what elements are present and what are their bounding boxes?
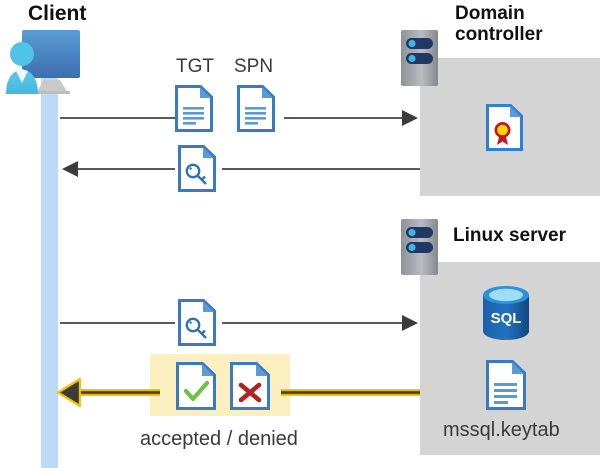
tgt-label-text: TGT xyxy=(176,56,214,77)
linux-server-server-icon xyxy=(401,219,438,275)
keytab-document-icon xyxy=(486,360,526,410)
client-to-dc-request-arrowhead xyxy=(402,110,420,126)
domain-controller-title-line2: controller xyxy=(455,24,543,46)
dc-to-client-ticket-line-left xyxy=(76,168,175,170)
client-to-linux-request-arrowhead xyxy=(402,315,420,331)
tgt-document-icon xyxy=(175,85,213,132)
ticket-key-document-icon xyxy=(178,145,216,192)
domain-controller-server-icon xyxy=(401,30,438,86)
spn-label: SPN xyxy=(234,56,273,78)
spn-document-icon xyxy=(237,85,275,132)
tgt-label: TGT xyxy=(176,56,214,78)
denied-document-icon xyxy=(230,362,270,410)
domain-controller-title-line1: Domain xyxy=(455,3,525,24)
sql-database-icon: SQL xyxy=(481,285,531,343)
sql-database-label: SQL xyxy=(491,310,522,327)
certificate-document-icon xyxy=(486,104,523,151)
linux-server-title-text: Linux server xyxy=(453,225,566,246)
result-label-text: accepted / denied xyxy=(140,428,298,450)
client-to-linux-request-line-left xyxy=(60,322,175,324)
linux-to-client-result-line-right xyxy=(281,389,420,396)
spn-label-text: SPN xyxy=(234,56,274,77)
domain-controller-title: Domain controller xyxy=(455,3,543,46)
linux-server-title: Linux server xyxy=(453,225,566,246)
accepted-document-icon xyxy=(176,362,216,410)
result-label: accepted / denied xyxy=(140,428,298,451)
linux-to-client-result-line-left xyxy=(70,389,160,396)
client-title-text: Client xyxy=(28,2,87,25)
client-to-dc-request-line-left xyxy=(60,117,175,119)
keytab-label: mssql.keytab xyxy=(443,419,560,442)
page-title-client: Client xyxy=(28,2,86,26)
dc-to-client-ticket-line-right xyxy=(222,168,420,170)
linux-to-client-result-arrowhead xyxy=(57,378,81,407)
client-lifeline xyxy=(41,72,58,468)
dc-to-client-ticket-arrowhead xyxy=(60,161,78,177)
client-to-dc-request-line-right xyxy=(284,117,404,119)
user-monitor-icon xyxy=(4,26,96,94)
keytab-label-text: mssql.keytab xyxy=(443,419,560,441)
client-to-linux-request-line-right xyxy=(222,322,404,324)
request-key-document-icon xyxy=(178,299,216,346)
